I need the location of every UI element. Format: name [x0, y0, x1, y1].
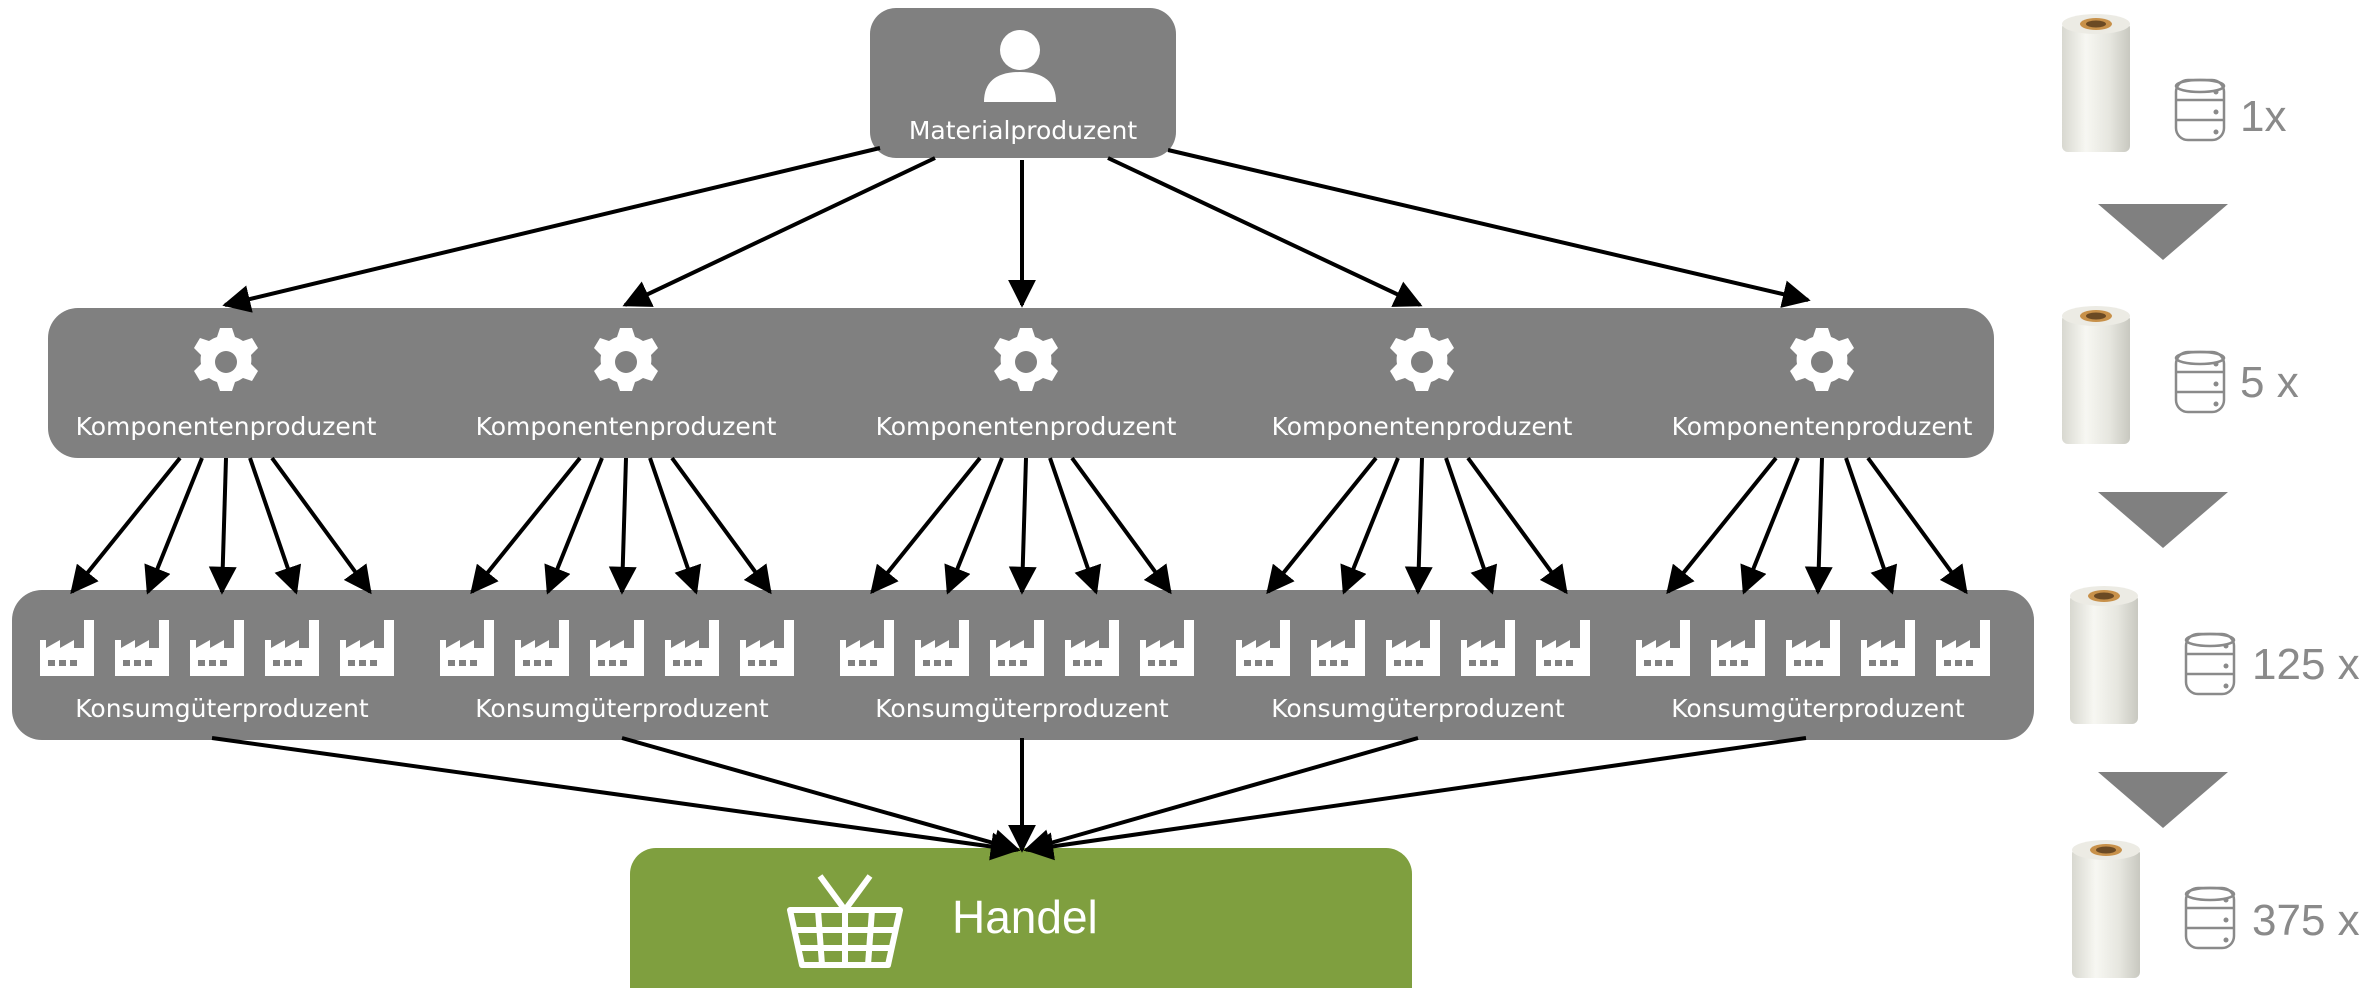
retail-box — [630, 848, 1412, 988]
film-roll-icon — [2062, 306, 2130, 444]
factory-icon — [1711, 620, 1765, 676]
component-producer-label: Komponentenproduzent — [475, 412, 777, 441]
arrows-material-to-components — [222, 146, 1811, 313]
factory-icon — [340, 620, 394, 676]
factory-icon — [265, 620, 319, 676]
factory-icon — [1861, 620, 1915, 676]
factory-icon — [1140, 620, 1194, 676]
database-icon — [2174, 350, 2226, 414]
consumer-goods-producer-label: Konsumgüterproduzent — [75, 694, 369, 723]
level-count: 125 x — [2252, 640, 2360, 689]
factory-icon — [115, 620, 169, 676]
component-producer-label: Komponentenproduzent — [75, 412, 377, 441]
factory-icon — [1311, 620, 1365, 676]
factory-icon — [990, 620, 1044, 676]
gear-icon — [994, 328, 1058, 391]
film-roll-icon — [2072, 840, 2140, 978]
gear-icon — [194, 328, 258, 391]
shopping-basket-icon — [787, 874, 903, 968]
component-producer-label: Komponentenproduzent — [1671, 412, 1973, 441]
consumer-goods-producer-label: Konsumgüterproduzent — [1271, 694, 1565, 723]
factory-icon — [840, 620, 894, 676]
arrows-components-to-consumers — [70, 456, 1968, 595]
component-producer-label: Komponentenproduzent — [875, 412, 1177, 441]
factory-icon — [515, 620, 569, 676]
factory-icon — [1236, 620, 1290, 676]
factory-icon — [1536, 620, 1590, 676]
gear-icon — [1390, 328, 1454, 391]
material-producer-label: Materialproduzent — [908, 116, 1138, 145]
retail-label: Handel — [952, 891, 1098, 943]
factory-icons — [40, 620, 1990, 676]
down-triangle — [2098, 204, 2228, 260]
level-count: 1x — [2240, 92, 2287, 141]
level-count: 375 x — [2252, 896, 2360, 945]
factory-icon — [1786, 620, 1840, 676]
factory-icon — [440, 620, 494, 676]
factory-icon — [1386, 620, 1440, 676]
factory-icon — [590, 620, 644, 676]
database-icon — [2184, 886, 2236, 950]
factory-icon — [190, 620, 244, 676]
component-producer-label: Komponentenproduzent — [1271, 412, 1573, 441]
down-triangle — [2098, 772, 2228, 828]
database-icon — [2174, 78, 2226, 142]
film-roll-icon — [2062, 14, 2130, 152]
consumer-goods-producer-label: Konsumgüterproduzent — [475, 694, 769, 723]
factory-icon — [1936, 620, 1990, 676]
factory-icon — [1461, 620, 1515, 676]
factory-icon — [40, 620, 94, 676]
level-count: 5 x — [2240, 358, 2299, 407]
factory-icon — [1636, 620, 1690, 676]
database-icon — [2184, 632, 2236, 696]
down-triangle — [2098, 492, 2228, 548]
person-icon — [984, 30, 1056, 102]
consumer-goods-producer-label: Konsumgüterproduzent — [1671, 694, 1965, 723]
arrows-consumers-to-retail — [211, 736, 1807, 861]
gear-icon — [594, 328, 658, 391]
factory-icon — [740, 620, 794, 676]
factory-icon — [665, 620, 719, 676]
consumer-goods-producer-label: Konsumgüterproduzent — [875, 694, 1169, 723]
gear-icon — [1790, 328, 1854, 391]
film-roll-icon — [2070, 586, 2138, 724]
factory-icon — [915, 620, 969, 676]
factory-icon — [1065, 620, 1119, 676]
